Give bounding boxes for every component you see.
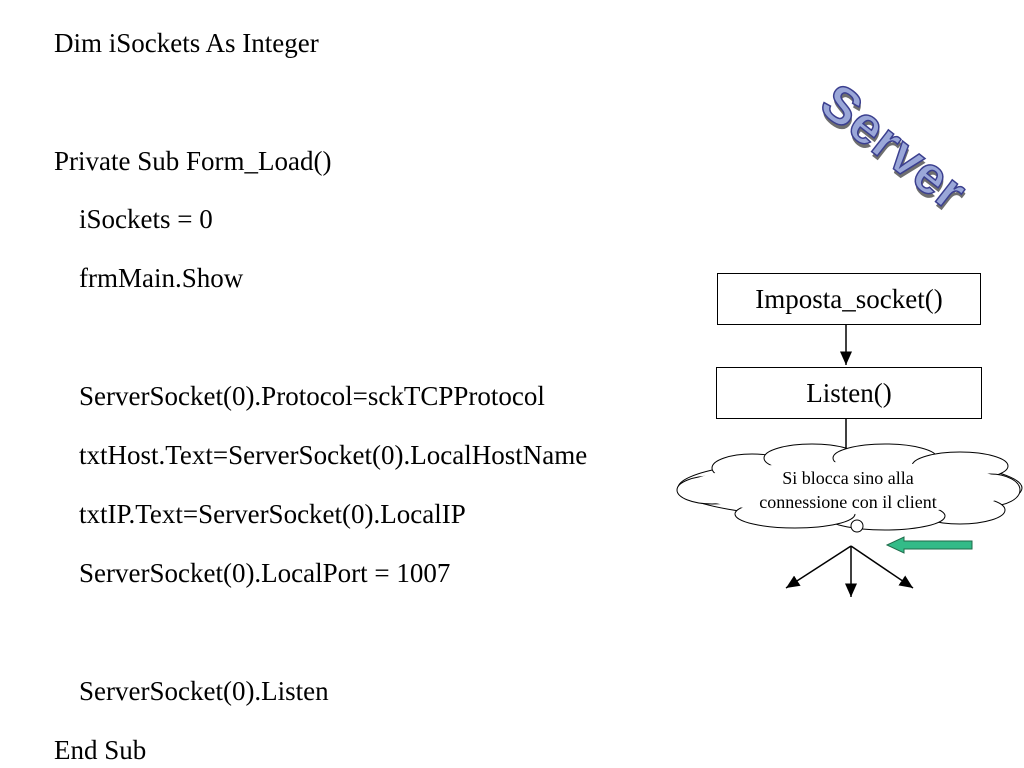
code-line-sub-start: Private Sub Form_Load() <box>54 146 332 176</box>
code-line-show: frmMain.Show <box>79 263 244 293</box>
code-block: Dim iSockets As Integer Private Sub Form… <box>54 28 588 765</box>
code-line-protocol: ServerSocket(0).Protocol=sckTCPProtocol <box>79 381 545 411</box>
code-line-port: ServerSocket(0).LocalPort = 1007 <box>79 558 451 588</box>
code-line-ip: txtIP.Text=ServerSocket(0).LocalIP <box>79 499 466 529</box>
listen-box: Listen() <box>716 367 982 419</box>
code-line-dim: Dim iSockets As Integer <box>54 28 319 58</box>
cloud-text: Si blocca sino alla connessione con il c… <box>759 468 937 512</box>
code-line-listen: ServerSocket(0).Listen <box>79 676 329 706</box>
thought-cloud <box>676 443 1023 531</box>
code-line-isockets: iSockets = 0 <box>79 204 213 234</box>
cloud-tail-bubble <box>850 519 864 533</box>
branch-arrow-right <box>850 545 914 589</box>
code-line-host: txtHost.Text=ServerSocket(0).LocalHostNa… <box>79 440 588 470</box>
green-pointer-arrow <box>885 536 973 554</box>
imposta-socket-box: Imposta_socket() <box>717 273 981 325</box>
code-line-end-sub: End Sub <box>54 735 147 765</box>
branch-arrow-left <box>785 545 852 589</box>
